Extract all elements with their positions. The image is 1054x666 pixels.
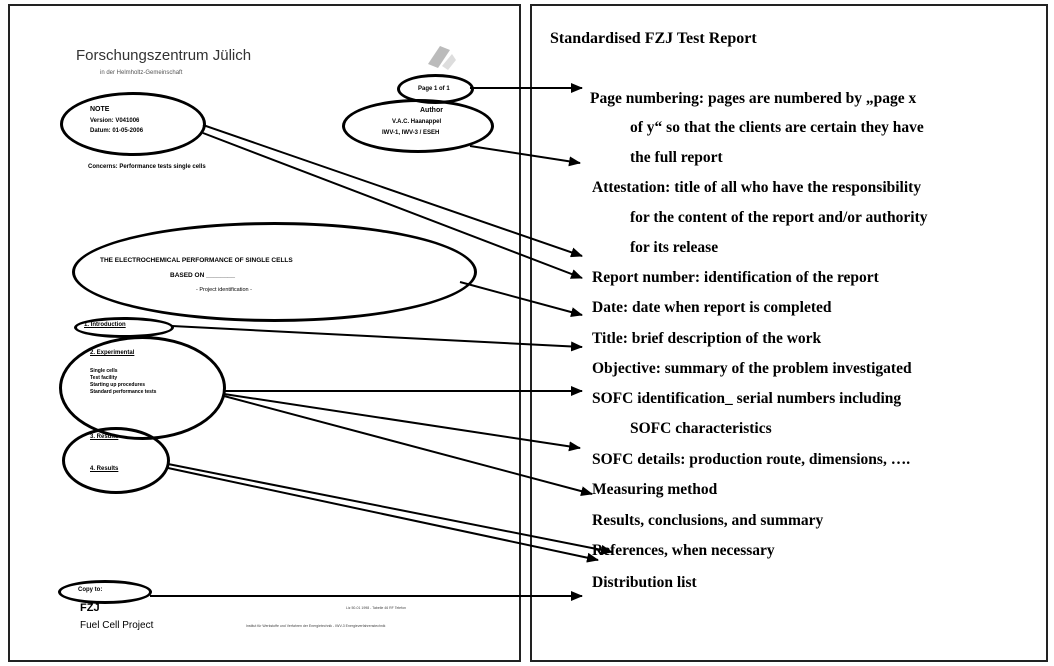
institute-name: Forschungszentrum Jülich — [76, 47, 252, 64]
arrow-attestation — [469, 145, 581, 167]
fzj-logo-text: FZJ — [80, 602, 100, 614]
report-description-panel: Standardised FZJ Test Report — [530, 4, 1048, 662]
line-date: Date: date when report is completed — [592, 299, 832, 316]
footer-right-2: Institut für Werkstoffe und Verfahren de… — [246, 624, 386, 628]
institute-subtitle: in der Helmholtz-Gemeinschaft — [100, 70, 183, 76]
line-report-number: Report number: identification of the rep… — [592, 269, 879, 286]
line-attestation: Attestation: title of all who have the r… — [592, 179, 922, 196]
line-title: Title: brief description of the work — [592, 330, 822, 347]
line-sofc-details: SOFC details: production route, dimensio… — [592, 451, 911, 468]
report-page-thumbnail: Forschungszentrum Jülich in der Helmholt… — [8, 4, 521, 662]
line-sofc-identification: SOFC identification_ serial numbers incl… — [592, 390, 902, 407]
arrow-sofc-identification — [223, 393, 581, 452]
arrow-release — [202, 124, 583, 258]
fzj-logo-icon — [420, 36, 460, 76]
arrow-references — [167, 467, 599, 563]
note-ellipse — [60, 92, 206, 156]
line-sofc-characteristics: SOFC characteristics — [630, 420, 772, 437]
footer-right-1: Liz 50-01 1998 - Tabelle 46 RF Telefon — [346, 606, 406, 610]
line-page-numbering: Page numbering: pages are numbered by „p… — [590, 90, 917, 107]
line-page-numbering-2: of y“ so that the clients are certain th… — [630, 119, 924, 136]
line-attestation-3: for its release — [630, 239, 719, 256]
author-ellipse — [342, 99, 494, 153]
arrow-report-number — [202, 132, 583, 279]
report-heading: Standardised FZJ Test Report — [550, 30, 757, 47]
line-measuring-method: Measuring method — [592, 481, 718, 498]
title-ellipse — [72, 222, 477, 322]
line-results: Results, conclusions, and summary — [592, 512, 824, 529]
arrow-results — [167, 463, 613, 555]
line-objective: Objective: summary of the problem invest… — [592, 360, 912, 377]
line-references: References, when necessary — [592, 542, 775, 559]
concerns-line: Concerns: Performance tests single cells — [88, 164, 206, 170]
fuel-cell-project: Fuel Cell Project — [80, 620, 154, 631]
arrow-measuring-method — [223, 395, 593, 497]
arrow-title — [171, 325, 583, 352]
line-page-numbering-3: the full report — [630, 149, 723, 166]
line-distribution-list: Distribution list — [592, 574, 697, 591]
arrow-date — [459, 281, 583, 317]
copy-to-ellipse — [58, 580, 152, 604]
results-ellipse — [62, 427, 170, 494]
line-attestation-2: for the content of the report and/or aut… — [630, 209, 928, 226]
